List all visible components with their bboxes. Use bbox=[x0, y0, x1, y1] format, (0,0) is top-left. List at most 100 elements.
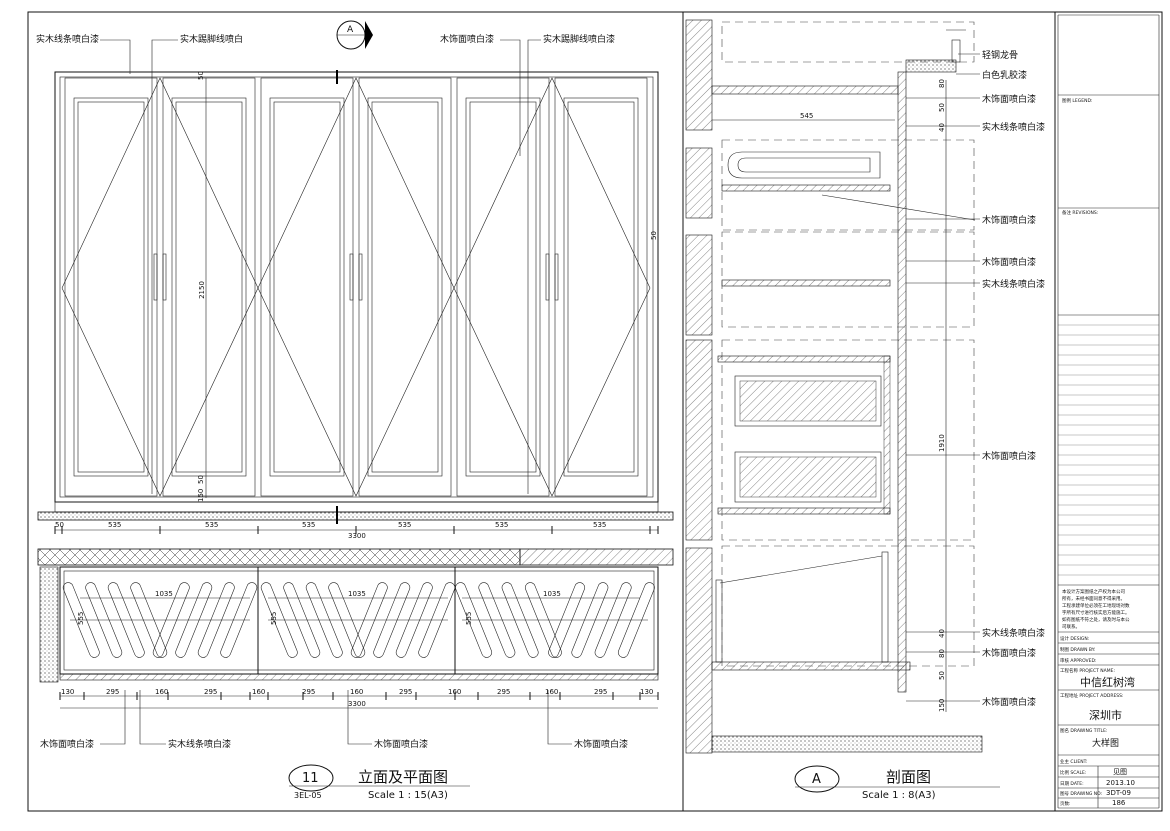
section-marker-a: A bbox=[336, 20, 373, 50]
door-handle bbox=[358, 253, 363, 301]
plan-callout-1: 木饰面喷白漆 bbox=[40, 738, 94, 750]
plan-dim-295f: 295 bbox=[594, 688, 607, 696]
sec-dim-40: 40 bbox=[938, 123, 946, 132]
hanger-outline bbox=[373, 582, 411, 658]
sec-callout-5: 木饰面喷白漆 bbox=[982, 214, 1036, 226]
plan-dim-295c: 295 bbox=[302, 688, 315, 696]
door-inset bbox=[269, 97, 345, 477]
hanger-outline bbox=[455, 582, 493, 658]
svg-text:Scale 1 : 8(A3): Scale 1 : 8(A3) bbox=[862, 790, 936, 801]
plan-dim-295d: 295 bbox=[399, 688, 412, 696]
tb-revisions-label: 备注 REVISIONS: bbox=[1062, 209, 1098, 216]
tb-scale-label: 比例 SCALE: bbox=[1060, 769, 1086, 776]
section-dash-frame bbox=[721, 339, 975, 541]
hanger-outline bbox=[107, 582, 145, 658]
tb-note-3: 工程承建单位必须在工地现场对数 bbox=[1062, 602, 1130, 609]
hanger-outline bbox=[418, 582, 456, 658]
hanger-outline bbox=[548, 582, 586, 658]
plan-callout-3: 木饰面喷白漆 bbox=[374, 738, 428, 750]
plan-dim-160b: 160 bbox=[252, 688, 265, 696]
svg-text:剖面图: 剖面图 bbox=[886, 768, 931, 786]
elev-dim-535-5: 535 bbox=[495, 521, 508, 529]
tb-drawing-no-label: 图号 DRAWING NO: bbox=[1060, 791, 1102, 797]
door-swing-lines bbox=[61, 77, 259, 497]
plan-callout-4: 木饰面喷白漆 bbox=[574, 738, 628, 750]
hanger-outline bbox=[62, 582, 100, 658]
door-inset bbox=[171, 97, 247, 477]
sec-callout-8: 木饰面喷白漆 bbox=[982, 450, 1036, 462]
hanger-outline bbox=[501, 582, 539, 658]
hanger-outline bbox=[152, 582, 190, 658]
door-panel bbox=[260, 77, 354, 497]
sec-dim-80b: 80 bbox=[938, 649, 946, 658]
tb-project-label: 工程名称 PROJECT NAME: bbox=[1060, 667, 1115, 674]
plan-dim-295e: 295 bbox=[497, 688, 510, 696]
sec-callout-1: 轻钢龙骨 bbox=[982, 49, 1018, 61]
svg-text:A: A bbox=[347, 25, 354, 35]
sec-callout-3: 木饰面喷白漆 bbox=[982, 93, 1036, 105]
plan-dim-130a: 130 bbox=[61, 688, 74, 696]
door-inset-inner bbox=[567, 101, 635, 473]
sec-callout-7: 实木线条喷白漆 bbox=[982, 278, 1045, 290]
hanger-outline bbox=[571, 582, 609, 658]
right-view-title: A 剖面图 Scale 1 : 8(A3) bbox=[794, 765, 1000, 801]
dim-base-150: 150 bbox=[197, 489, 205, 502]
svg-text:11: 11 bbox=[302, 771, 319, 786]
tb-project-name: 中信红树湾 bbox=[1080, 675, 1135, 689]
door-handle bbox=[545, 253, 550, 301]
door-panel bbox=[554, 77, 648, 497]
door-handle bbox=[153, 253, 158, 301]
tb-note-2: 所有，未经书面同意不得采用。 bbox=[1062, 595, 1125, 602]
wardrobe-section bbox=[685, 19, 983, 754]
hanger-outline bbox=[220, 582, 258, 658]
hanger-outline bbox=[283, 582, 321, 658]
tb-drawing-no: 3DT-09 bbox=[1106, 789, 1131, 797]
plan-dim-160c: 160 bbox=[350, 688, 363, 696]
door-inset-inner bbox=[371, 101, 439, 473]
plan-dim-295a: 295 bbox=[106, 688, 119, 696]
door-inset-inner bbox=[175, 101, 243, 473]
door-inset-inner bbox=[77, 101, 145, 473]
plan-bay-1035-1: 1035 bbox=[155, 590, 173, 598]
door-panel bbox=[162, 77, 256, 497]
tb-page-no: 186 bbox=[1112, 799, 1126, 807]
section-dash-frame bbox=[721, 545, 975, 667]
door-inset-inner bbox=[469, 101, 537, 473]
tb-note-5: 如有图纸不符之处，请及时与本公 bbox=[1062, 616, 1130, 623]
tb-drawing-title-label: 图名 DRAWING TITLE: bbox=[1060, 727, 1107, 734]
door-handle bbox=[349, 253, 354, 301]
hanger-outline bbox=[524, 582, 562, 658]
hanger-outline bbox=[350, 582, 388, 658]
sec-callout-2: 白色乳胶漆 bbox=[982, 69, 1027, 81]
elev-dim-535-3: 535 bbox=[302, 521, 315, 529]
door-inset-inner bbox=[273, 101, 341, 473]
hanger-outline bbox=[594, 582, 632, 658]
plan-dim-295b: 295 bbox=[204, 688, 217, 696]
sheet-border bbox=[27, 11, 1163, 812]
title-block bbox=[1058, 94, 1159, 808]
plan-bay-1035-3: 1035 bbox=[543, 590, 561, 598]
door-panel bbox=[64, 77, 158, 497]
sec-callout-11: 木饰面喷白漆 bbox=[982, 696, 1036, 708]
door-swing-lines bbox=[453, 77, 651, 497]
sec-dim-50: 50 bbox=[938, 103, 946, 112]
wardrobe-plan bbox=[37, 548, 674, 709]
tb-note-4: 字所有尺寸进行核实后方能施工。 bbox=[1062, 609, 1130, 616]
hanger-outline bbox=[328, 582, 366, 658]
door-inset bbox=[73, 97, 149, 477]
door-inset bbox=[465, 97, 541, 477]
hanger-outline bbox=[260, 582, 298, 658]
plan-dim-160d: 160 bbox=[448, 688, 461, 696]
tb-address: 深圳市 bbox=[1089, 708, 1122, 722]
tb-scale-value: 见图 bbox=[1113, 768, 1127, 776]
tb-drawing-title: 大样图 bbox=[1092, 737, 1119, 749]
plan-dim-3300: 3300 bbox=[348, 700, 366, 708]
door-swing-lines bbox=[257, 77, 455, 497]
door-inset bbox=[563, 97, 639, 477]
elev-dim-535-4: 535 bbox=[398, 521, 411, 529]
hanger-outline bbox=[617, 582, 655, 658]
tb-note-1: 本设计方案图纸之产权为本公司 bbox=[1062, 588, 1125, 595]
sec-dim-80-top: 80 bbox=[938, 79, 946, 88]
tb-date-label: 日期 DATE: bbox=[1060, 781, 1084, 787]
